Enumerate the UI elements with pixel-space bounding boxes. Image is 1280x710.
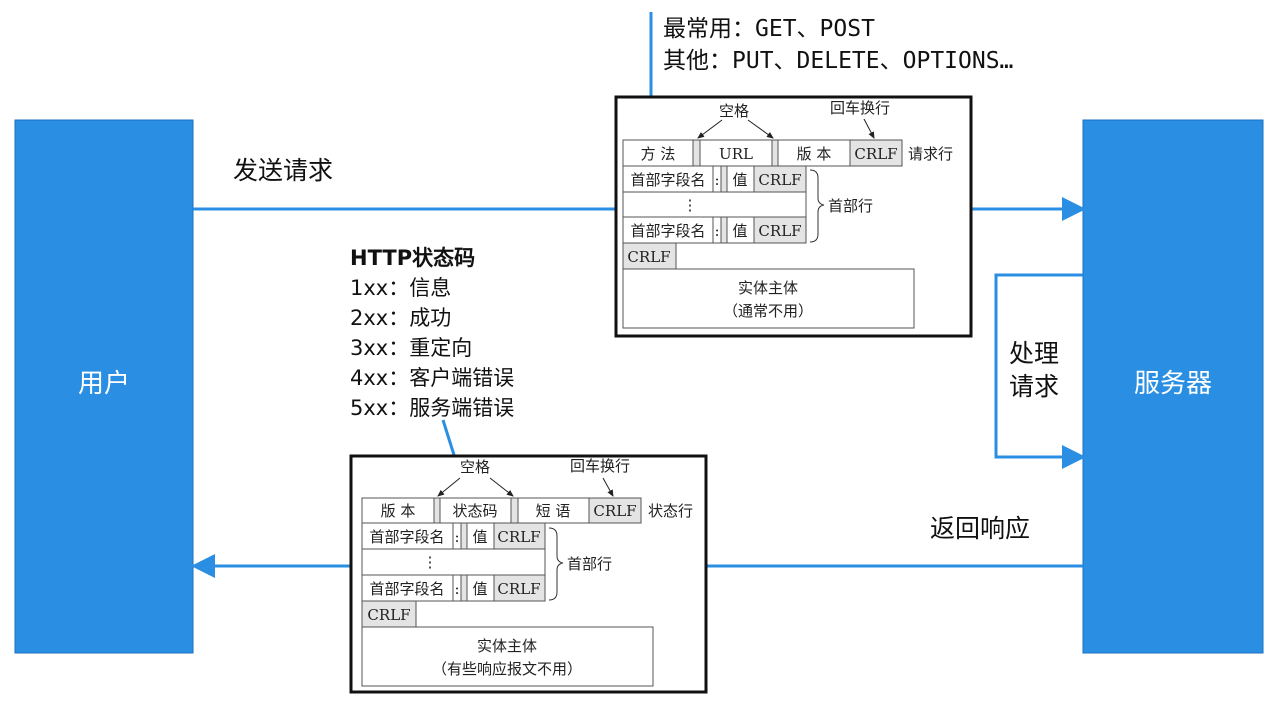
request-empty-crlf: CRLF bbox=[627, 248, 670, 266]
process-loop-arrow bbox=[994, 273, 1086, 469]
status-codes-title: HTTP状态码 bbox=[350, 246, 475, 270]
header-value: 值 bbox=[732, 222, 747, 240]
status-1xx: 1xx：信息 bbox=[350, 276, 451, 300]
header-brace bbox=[548, 527, 564, 601]
colon: : bbox=[714, 222, 719, 240]
process-label-2: 请求 bbox=[1009, 372, 1059, 401]
process-label-1: 处理 bbox=[1009, 339, 1059, 368]
header-value: 值 bbox=[472, 580, 487, 598]
response-status: 状态码 bbox=[452, 502, 497, 520]
header-crlf: CRLF bbox=[758, 222, 801, 240]
response-empty-crlf: CRLF bbox=[367, 606, 410, 624]
request-crlf-label: 回车换行 bbox=[830, 99, 890, 117]
response-message: 空格 回车换行 版 本 状态码 短 语 CRLF 状态行 首部字段名 : 值 C… bbox=[349, 454, 708, 694]
header-crlf: CRLF bbox=[758, 171, 801, 189]
request-header-label: 首部行 bbox=[828, 197, 873, 215]
response-header-2: 首部字段名 : 值 CRLF bbox=[361, 574, 546, 602]
status-3xx: 3xx：重定向 bbox=[350, 336, 472, 360]
return-response-label: 返回响应 bbox=[930, 514, 1030, 543]
response-phrase: 短 语 bbox=[536, 502, 571, 520]
response-header-label: 首部行 bbox=[567, 555, 612, 573]
header-dots: ⋮ bbox=[423, 553, 438, 571]
request-header-1: 首部字段名 : 值 CRLF bbox=[622, 165, 807, 193]
header-crlf: CRLF bbox=[497, 580, 540, 598]
user-label: 用户 bbox=[78, 369, 130, 399]
header-dots: ⋮ bbox=[683, 196, 698, 214]
header-name: 首部字段名 bbox=[630, 171, 705, 189]
user-box bbox=[14, 119, 194, 654]
request-method: 方 法 bbox=[641, 145, 676, 163]
header-name: 首部字段名 bbox=[630, 222, 705, 240]
response-version: 版 本 bbox=[381, 502, 416, 520]
header-value: 值 bbox=[472, 528, 487, 546]
status-line-label: 状态行 bbox=[648, 502, 693, 520]
request-url: URL bbox=[719, 145, 753, 163]
status-5xx: 5xx：服务端错误 bbox=[350, 396, 514, 420]
server-box bbox=[1082, 119, 1264, 654]
response-header-1: 首部字段名 : 值 CRLF bbox=[361, 522, 546, 550]
response-body-note: （有些响应报文不用） bbox=[432, 660, 582, 678]
colon: : bbox=[454, 580, 459, 598]
response-crlf-label: 回车换行 bbox=[570, 457, 630, 475]
header-name: 首部字段名 bbox=[369, 528, 444, 546]
request-version: 版 本 bbox=[797, 145, 832, 163]
request-body: 实体主体 bbox=[738, 279, 798, 297]
response-body: 实体主体 bbox=[477, 637, 537, 655]
colon: : bbox=[454, 528, 459, 546]
status-line-crlf: CRLF bbox=[593, 502, 636, 520]
header-crlf: CRLF bbox=[497, 528, 540, 546]
status-4xx: 4xx：客户端错误 bbox=[350, 366, 514, 390]
request-space-label: 空格 bbox=[719, 102, 749, 120]
header-name: 首部字段名 bbox=[369, 580, 444, 598]
request-line-label: 请求行 bbox=[908, 145, 953, 163]
colon: : bbox=[714, 171, 719, 189]
request-line-crlf: CRLF bbox=[854, 145, 897, 163]
send-request-label: 发送请求 bbox=[233, 156, 333, 185]
header-brace bbox=[809, 169, 825, 243]
request-body-note: （通常不用） bbox=[723, 302, 813, 320]
request-header-2: 首部字段名 : 值 CRLF bbox=[622, 216, 807, 244]
other-methods: 其他：PUT、DELETE、OPTIONS… bbox=[663, 48, 1013, 74]
server-label: 服务器 bbox=[1134, 369, 1212, 399]
header-value: 值 bbox=[732, 171, 747, 189]
response-space-label: 空格 bbox=[460, 458, 490, 476]
status-2xx: 2xx：成功 bbox=[350, 306, 451, 330]
common-methods: 最常用：GET、POST bbox=[663, 16, 875, 42]
request-message: 空格 回车换行 方 法 URL 版 本 CRLF 请求行 首部字段名 : 值 C… bbox=[614, 95, 973, 338]
